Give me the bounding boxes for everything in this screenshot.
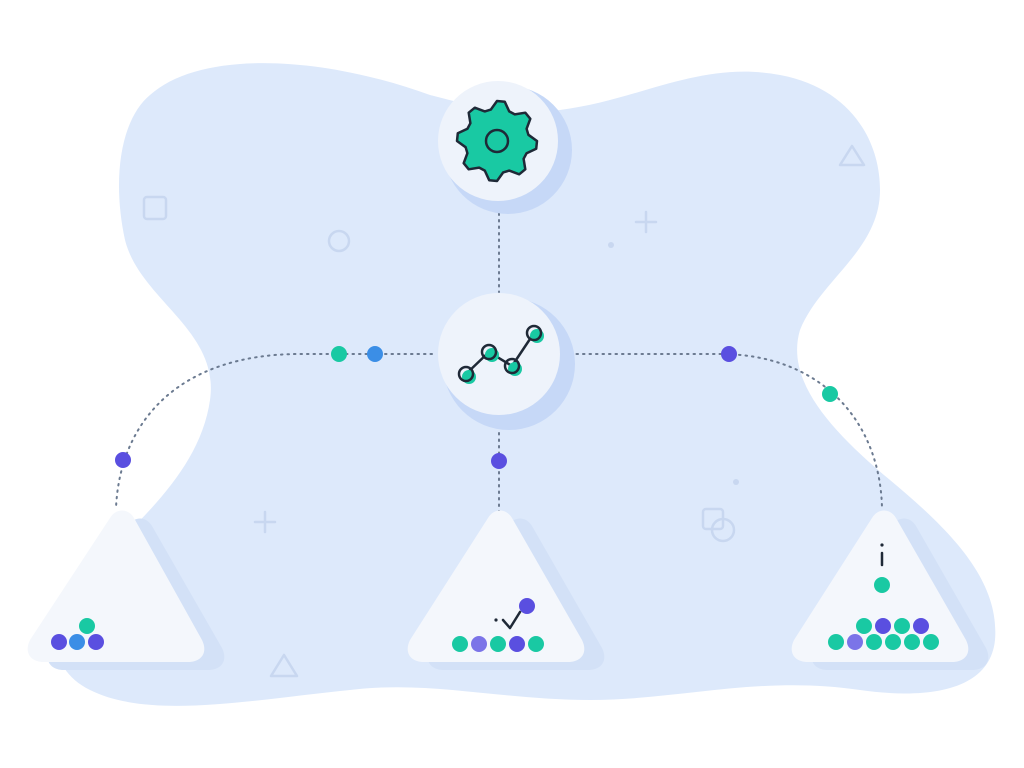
left-tray-triangle: [27, 510, 205, 662]
circle-decoration: [327, 229, 351, 253]
dot-pyramid-icon: [51, 618, 104, 650]
triangle-decoration-bottom: [269, 653, 299, 678]
gear-node: [438, 81, 572, 214]
line-chart-icon: [457, 324, 544, 384]
connector-chart-to-left: [115, 353, 433, 509]
left-tray: [27, 510, 225, 670]
flow-dot-right: [721, 346, 737, 362]
falling-dot-icon: [874, 543, 890, 593]
center-tray-triangle: [407, 510, 585, 662]
checkmark-icon: [494, 598, 535, 630]
center-tray-dots: [452, 636, 544, 652]
triangle-decoration-top-right: [838, 144, 866, 167]
dot-decoration-top: [608, 242, 614, 248]
plus-decoration-bottom-left: [253, 510, 277, 534]
flow-dot-right-curve: [822, 386, 838, 402]
right-tray: [791, 510, 989, 670]
square-decoration: [142, 195, 168, 221]
flow-dot-left-teal: [331, 346, 347, 362]
dot-decoration-right: [733, 479, 739, 485]
flow-dot-left-blue: [367, 346, 383, 362]
flow-dot-left-curve: [115, 452, 131, 468]
chart-node: [438, 293, 575, 430]
center-tray: [407, 510, 605, 670]
flow-dot-center: [491, 453, 507, 469]
overlap-circle-decoration: [710, 517, 736, 543]
dot-pyramid-icon: [828, 618, 939, 650]
chart-node-circle: [438, 293, 560, 415]
gear-icon: [455, 99, 539, 183]
plus-decoration-top: [634, 210, 658, 234]
